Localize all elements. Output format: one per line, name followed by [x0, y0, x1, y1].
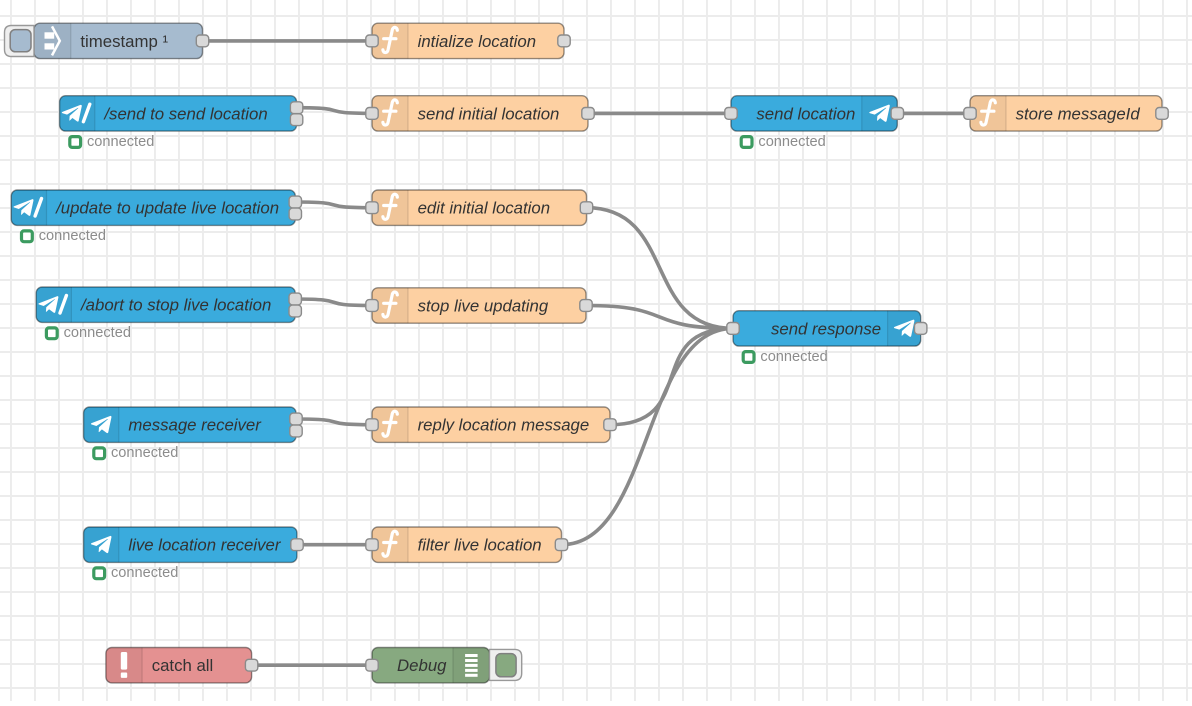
svg-text:catch all: catch all — [152, 656, 214, 675]
svg-text:intialize location: intialize location — [418, 32, 536, 51]
svg-text:connected: connected — [39, 228, 106, 244]
svg-text:/abort to stop live location: /abort to stop live location — [80, 296, 271, 315]
svg-text:connected: connected — [760, 349, 827, 365]
svg-text:connected: connected — [111, 565, 178, 581]
svg-text:filter live location: filter live location — [418, 536, 542, 555]
svg-text:connected: connected — [64, 325, 131, 341]
svg-text:send response: send response — [771, 319, 881, 338]
svg-text:reply location message: reply location message — [418, 416, 590, 435]
svg-text:/send to send location: /send to send location — [103, 104, 267, 123]
svg-text:Debug: Debug — [397, 656, 447, 675]
svg-text:send initial location: send initial location — [418, 104, 560, 123]
svg-text:connected: connected — [87, 134, 154, 150]
svg-text:message receiver: message receiver — [128, 416, 262, 435]
svg-text:store messageId: store messageId — [1016, 104, 1141, 123]
svg-text:connected: connected — [111, 445, 178, 461]
svg-text:edit initial location: edit initial location — [418, 199, 550, 218]
svg-text:timestamp ¹: timestamp ¹ — [80, 32, 168, 51]
svg-text:stop live updating: stop live updating — [418, 297, 549, 316]
svg-text:live location receiver: live location receiver — [128, 536, 281, 555]
svg-text:connected: connected — [758, 134, 825, 150]
svg-text:send location: send location — [756, 104, 855, 123]
svg-text:/update to update live locatio: /update to update live location — [55, 199, 279, 218]
